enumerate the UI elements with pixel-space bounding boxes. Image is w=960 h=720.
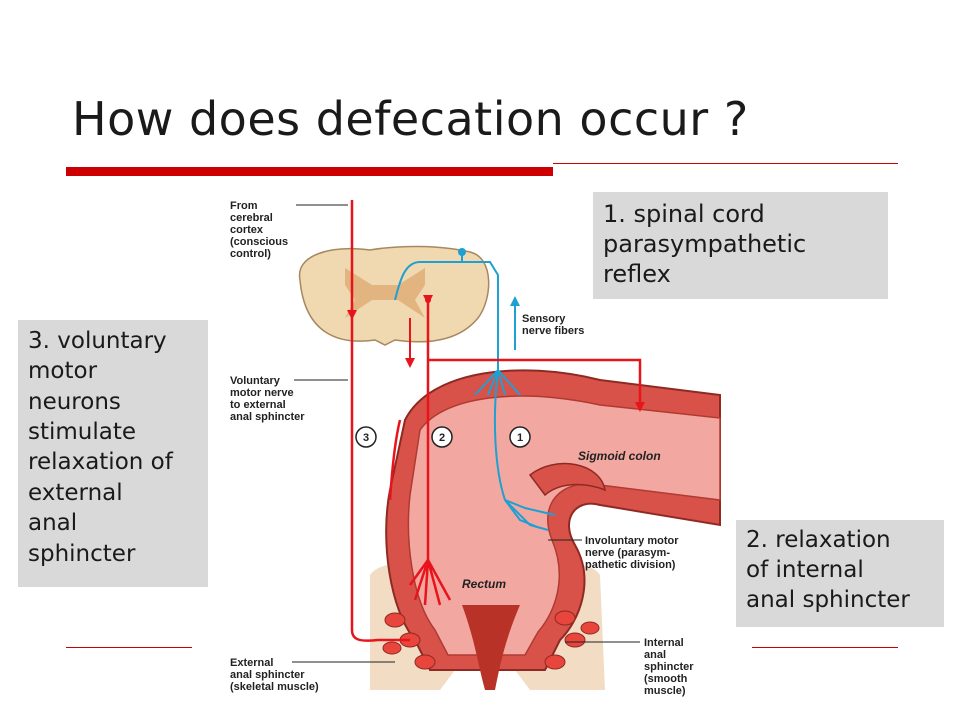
callout-spinal-reflex: 1. spinal cord parasympathetic reflex [593, 192, 888, 299]
label-rectum: Rectum [462, 577, 506, 591]
anal-canal [462, 605, 520, 690]
nerve-arrowheads [347, 295, 645, 412]
callout-internal-line-3: anal sphincter [746, 586, 910, 613]
callout-voluntary-motor: 3. voluntary motor neurons stimulate rel… [18, 320, 208, 587]
callout-internal-line-2: of internal [746, 556, 864, 583]
marker-label-2: 2 [439, 432, 445, 444]
footer-rule-right [752, 647, 898, 648]
callout-voluntary-line-7: anal [28, 510, 78, 537]
callout-voluntary-line-3: neurons [28, 388, 121, 415]
label-sensory-nerve-fibers: Sensory nerve fibers [522, 313, 584, 337]
label-external-anal-sphincter: External anal sphincter (skeletal muscle… [230, 657, 319, 693]
pathway-marker-2: 2 [431, 426, 453, 448]
callout-spinal-line-3: reflex [603, 260, 671, 288]
callout-voluntary-line-1: 3. voluntary [28, 328, 167, 354]
pathway-marker-1: 1 [509, 426, 531, 448]
callout-internal-line-1: 2. relaxation [746, 527, 891, 553]
callout-voluntary-line-8: sphincter [28, 540, 136, 567]
label-involuntary-motor-nerve: Involuntary motor nerve (parasym- pathet… [585, 535, 682, 571]
footer-rule-left [66, 647, 192, 648]
title-underline-thin [553, 163, 898, 164]
label-sigmoid-colon: Sigmoid colon [578, 449, 661, 463]
callout-voluntary-line-4: stimulate [28, 419, 137, 446]
callout-voluntary-line-5: relaxation of [28, 449, 173, 476]
sensory-nerve-fibers [394, 248, 556, 531]
title-underline-thick [66, 167, 553, 176]
callout-voluntary-line-2: motor [28, 358, 98, 385]
label-voluntary-motor-nerve: Voluntary motor nerve to external anal s… [230, 375, 305, 423]
pathway-marker-3: 3 [355, 426, 377, 448]
marker-label-1: 1 [517, 432, 523, 444]
slide-title: How does defecation occur ? [72, 92, 749, 146]
callout-spinal-line-2: parasympathetic [603, 230, 807, 258]
external-sphincter-muscle [382, 610, 600, 670]
sensory-arrow [510, 296, 520, 350]
label-internal-anal-sphincter: Internal anal sphincter (smooth muscle) [644, 637, 697, 697]
callout-spinal-line-1: 1. spinal cord [603, 200, 765, 228]
sigmoid-fold [528, 462, 606, 497]
leader-lines [292, 204, 640, 663]
marker-label-3: 3 [363, 432, 369, 444]
callout-voluntary-line-6: external [28, 479, 123, 506]
label-from-cortex: From cerebral cortex (conscious control) [230, 200, 291, 260]
motor-nerves [350, 200, 642, 642]
callout-internal-sphincter: 2. relaxation of internal anal sphincter [736, 520, 944, 627]
